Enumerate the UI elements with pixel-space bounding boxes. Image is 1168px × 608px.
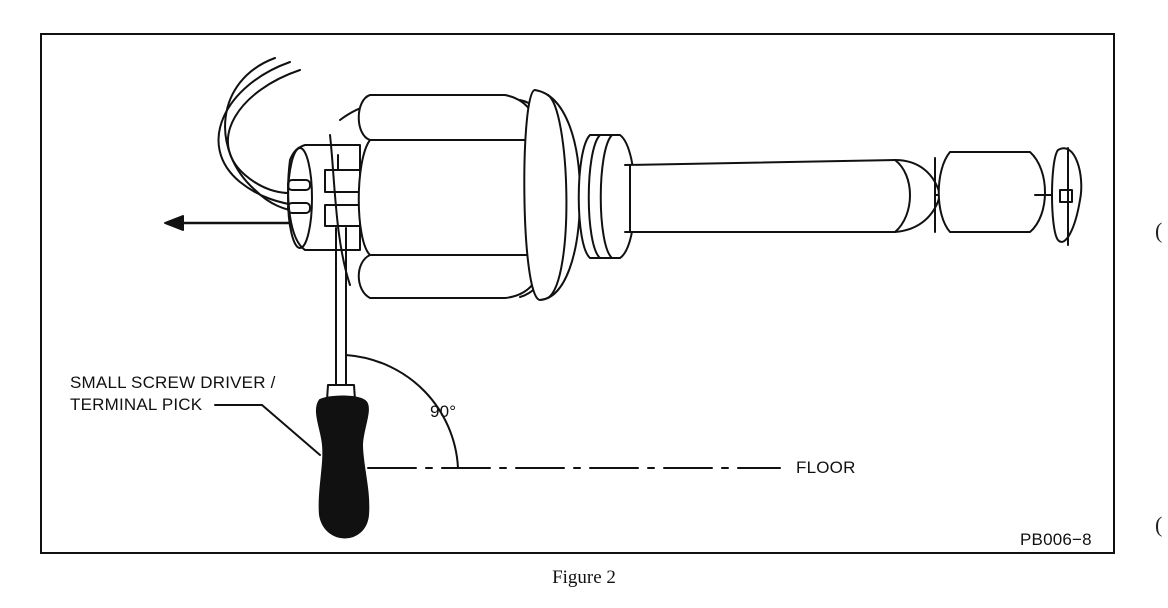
figure-caption: Figure 2 — [552, 567, 616, 588]
part-code: PB006−8 — [1020, 530, 1092, 549]
tool-label-line1: SMALL SCREW DRIVER / — [70, 373, 276, 392]
angle-label: 90° — [430, 402, 457, 421]
tool-label-line2: TERMINAL PICK — [70, 395, 203, 414]
margin-mark-top: ( — [1155, 218, 1163, 243]
electrical-connector — [287, 144, 361, 251]
tool-label-leader — [214, 404, 321, 456]
pump-motor-body — [329, 89, 581, 301]
pull-direction-arrow — [164, 215, 294, 231]
angle-arc — [345, 354, 459, 469]
pump-inlet-section — [577, 134, 636, 259]
margin-mark-bottom: ( — [1155, 512, 1163, 537]
floor-label: FLOOR — [796, 458, 856, 477]
sender-float — [937, 147, 1083, 246]
pump-tube — [624, 157, 951, 233]
screwdriver — [315, 227, 370, 539]
wire-harness — [217, 57, 301, 213]
